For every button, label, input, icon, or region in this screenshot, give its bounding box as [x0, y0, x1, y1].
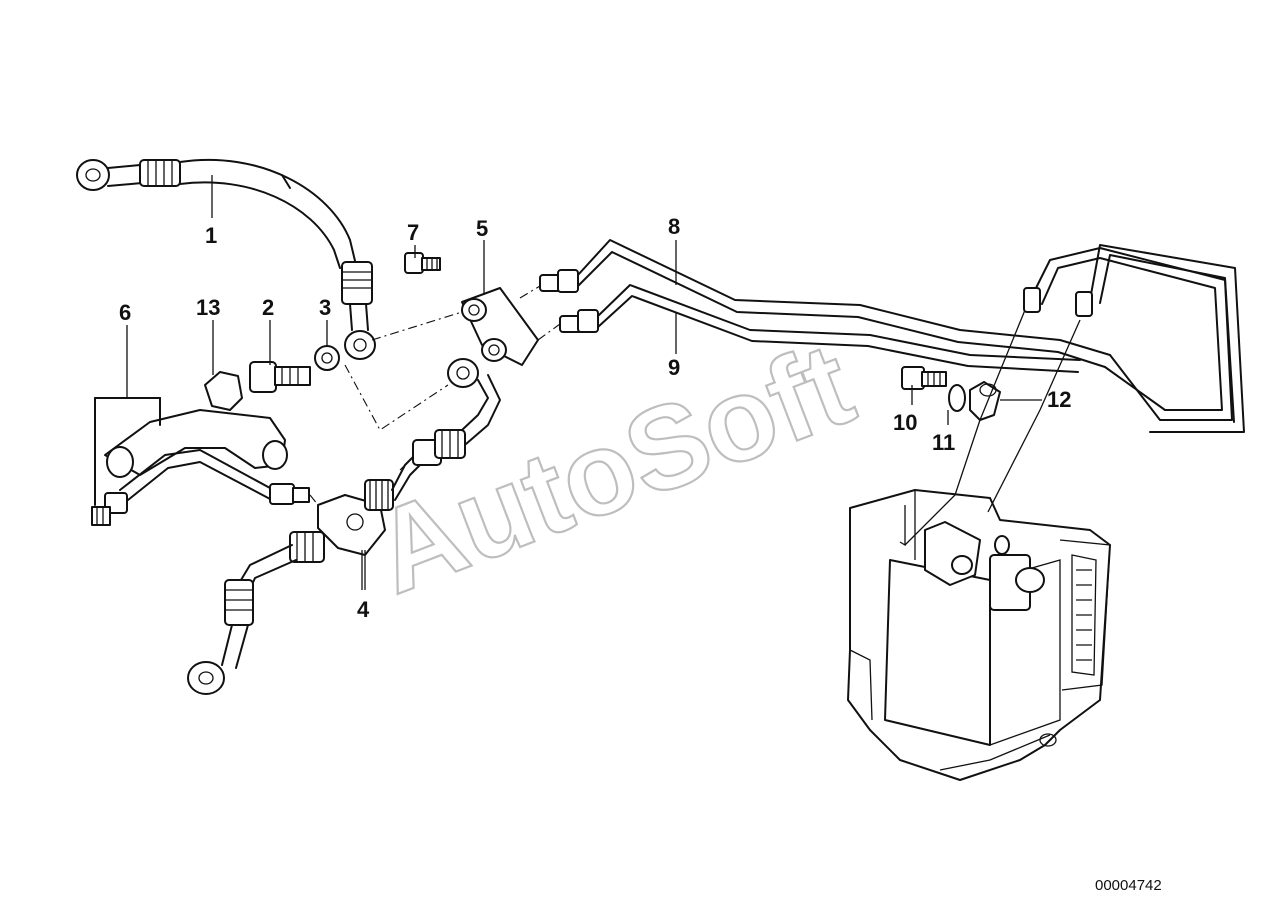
distributor-block-4 — [187, 358, 501, 695]
callout-1: 1 — [205, 223, 217, 248]
bracket-5 — [461, 287, 539, 366]
washer-11 — [948, 384, 966, 412]
bolt-7 — [404, 252, 441, 274]
callout-12: 12 — [1047, 387, 1071, 412]
callout-8: 8 — [668, 214, 680, 239]
brake-line-6 — [91, 409, 310, 526]
document-number: 00004742 — [1095, 877, 1162, 894]
callout-5: 5 — [476, 216, 488, 241]
callout-13: 13 — [196, 295, 220, 320]
brake-hose-1 — [76, 158, 376, 360]
leader-lines — [94, 175, 1081, 590]
bolt-10 — [901, 366, 947, 390]
callout-9: 9 — [668, 355, 680, 380]
watermark: AutoSoft — [357, 318, 869, 620]
callout-10: 10 — [893, 410, 917, 435]
hydraulic-unit — [847, 489, 1111, 781]
brake-lines-8-9 — [539, 239, 1245, 433]
washer-3 — [314, 345, 340, 371]
callout-11: 11 — [932, 430, 955, 455]
callout-3: 3 — [319, 295, 331, 320]
callout-2: 2 — [262, 295, 274, 320]
callout-7: 7 — [407, 220, 419, 245]
callout-4: 4 — [357, 597, 370, 622]
cap-nut-13 — [204, 371, 243, 411]
callout-6: 6 — [119, 300, 131, 325]
bolt-2 — [249, 361, 311, 393]
adapter-12 — [969, 381, 1001, 421]
